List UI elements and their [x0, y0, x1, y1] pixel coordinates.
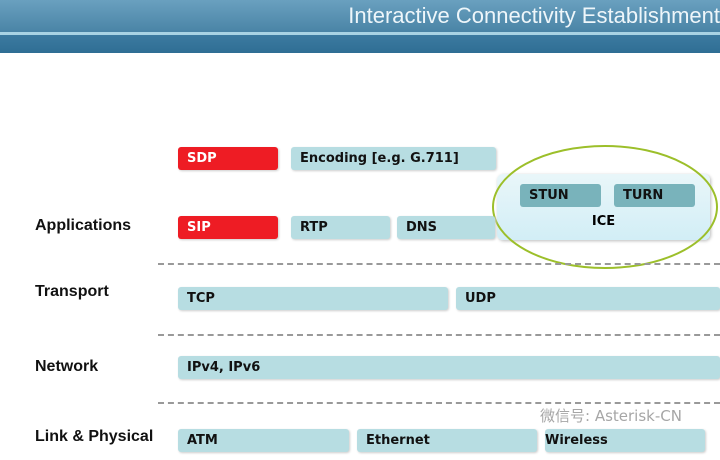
atm-box: ATM — [178, 429, 349, 452]
tcp-box: TCP — [178, 287, 448, 310]
ice-label: ICE — [591, 214, 616, 229]
layer-link-physical: Link & Physical — [35, 428, 154, 445]
stun-box: STUN — [520, 184, 601, 207]
sip-box: SIP — [178, 216, 278, 239]
layer-divider — [158, 334, 720, 336]
layer-network: Network — [35, 358, 99, 375]
header-divider — [0, 32, 720, 35]
watermark: 微信号: Asterisk-CN — [540, 407, 682, 425]
layer-transport: Transport — [35, 283, 109, 300]
layer-applications: Applications — [35, 217, 132, 234]
layer-divider — [158, 263, 720, 265]
encoding-box: Encoding [e.g. G.711] — [291, 147, 496, 170]
turn-box: TURN — [614, 184, 695, 207]
ethernet-box: Ethernet — [357, 429, 537, 452]
header-band — [0, 0, 720, 32]
header-band-lower — [0, 35, 720, 53]
ice-box: STUN TURN ICE — [497, 174, 710, 240]
wireless-box: Wireless — [545, 429, 705, 452]
slide-title: Interactive Connectivity Establishment — [348, 3, 720, 28]
rtp-box: RTP — [291, 216, 390, 239]
sdp-box: SDP — [178, 147, 278, 170]
ip-box: IPv4, IPv6 — [178, 356, 720, 379]
dns-box: DNS — [397, 216, 495, 239]
udp-box: UDP — [456, 287, 720, 310]
layer-divider — [158, 402, 720, 404]
